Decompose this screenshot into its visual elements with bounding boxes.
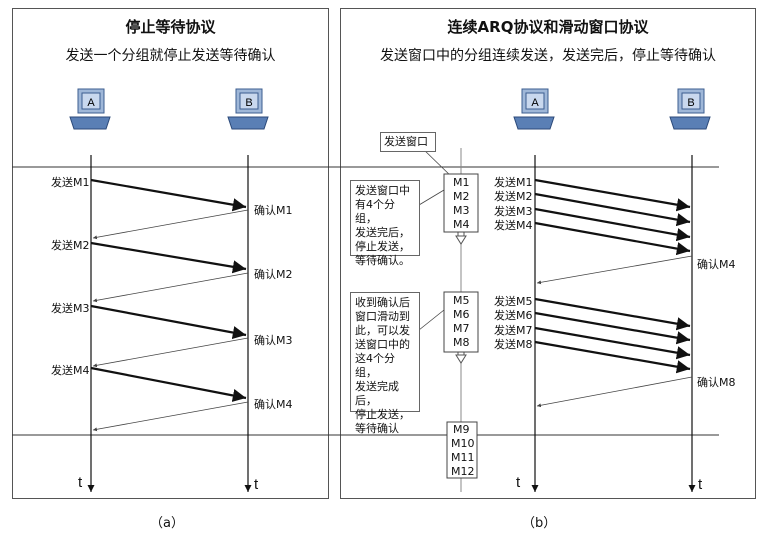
computer-b-right-label: B: [687, 97, 694, 109]
note2-line: 发送完成后，: [355, 380, 399, 407]
right-send-m5: 发送M5: [494, 295, 533, 308]
left-ack-m3: 确认M3: [254, 334, 293, 347]
note2-line: 停止发送，: [355, 408, 410, 421]
left-send-m3: 发送M3: [51, 302, 90, 315]
right-t-a: t: [516, 474, 521, 491]
right-send-m6: 发送M6: [494, 309, 533, 322]
left-send-m4: 发送M4: [51, 364, 90, 377]
window2-cell: M8: [453, 336, 470, 349]
right-send-m3: 发送M3: [494, 205, 533, 218]
computer-b-right-icon: B: [669, 88, 711, 130]
note1-line: 发送完后，: [355, 226, 410, 239]
left-ack-m1: 确认M1: [254, 204, 293, 217]
window-label-text: 发送窗口: [384, 135, 428, 148]
computer-a-icon: A: [69, 88, 111, 130]
note1-line: 有4个分组，: [355, 198, 395, 225]
left-ack-m2: 确认M2: [254, 268, 293, 281]
right-ack-m4: 确认M4: [697, 258, 736, 271]
note2-line: 这4个分组，: [355, 352, 395, 379]
note2-line: 等待确认: [355, 422, 399, 435]
note2-line: 收到确认后: [355, 296, 410, 309]
right-t-b: t: [698, 476, 703, 493]
window-label: 发送窗口: [380, 132, 436, 152]
note2-line: 此，可以发: [355, 324, 410, 337]
window2-cell: M5: [453, 294, 470, 307]
window1-cell: M2: [453, 190, 470, 203]
computer-a-right-label: A: [531, 97, 539, 109]
right-send-m4: 发送M4: [494, 219, 533, 232]
right-send-m7: 发送M7: [494, 324, 533, 337]
left-subtitle: 发送一个分组就停止发送等待确认: [65, 48, 276, 64]
right-send-m1: 发送M1: [494, 176, 533, 189]
left-t-a: t: [78, 474, 83, 491]
left-send-m2: 发送M2: [51, 239, 90, 252]
computer-a-right-icon: A: [513, 88, 555, 130]
window1-cell: M3: [453, 204, 470, 217]
panel-stop-and-wait: [12, 8, 329, 499]
computer-a-label: A: [87, 97, 95, 109]
right-title: 连续ARQ协议和滑动窗口协议: [447, 18, 649, 36]
window3-cell: M11: [451, 451, 475, 464]
left-ack-m4: 确认M4: [254, 398, 293, 411]
computer-b-icon: B: [227, 88, 269, 130]
right-send-m8: 发送M8: [494, 338, 533, 351]
window3-cell: M12: [451, 465, 475, 478]
note2-line: 窗口滑动到: [355, 310, 410, 323]
window2-cell: M6: [453, 308, 470, 321]
window2-cell: M7: [453, 322, 470, 335]
right-send-m2: 发送M2: [494, 190, 533, 203]
window1-cell: M4: [453, 218, 470, 231]
note2-line: 送窗口中的: [355, 338, 410, 351]
caption-b: （b）: [522, 516, 557, 531]
window1-cell: M1: [453, 176, 470, 189]
note-window-2: 收到确认后 窗口滑动到 此，可以发 送窗口中的 这4个分组， 发送完成后， 停止…: [350, 292, 420, 435]
left-send-m1: 发送M1: [51, 176, 90, 189]
note-window-1: 发送窗口中 有4个分组， 发送完后， 停止发送， 等待确认。: [350, 180, 420, 267]
note1-line: 发送窗口中: [355, 184, 410, 197]
note1-line: 停止发送，: [355, 240, 410, 253]
right-subtitle: 发送窗口中的分组连续发送，发送完后，停止等待确认: [380, 48, 716, 64]
left-title: 停止等待协议: [125, 18, 216, 36]
left-t-b: t: [254, 476, 259, 493]
note1-line: 等待确认。: [355, 254, 410, 267]
window3-cell: M9: [453, 423, 470, 436]
right-ack-m8: 确认M8: [697, 376, 736, 389]
window3-cell: M10: [451, 437, 475, 450]
computer-b-label: B: [245, 97, 252, 109]
caption-a: （a）: [150, 516, 184, 531]
